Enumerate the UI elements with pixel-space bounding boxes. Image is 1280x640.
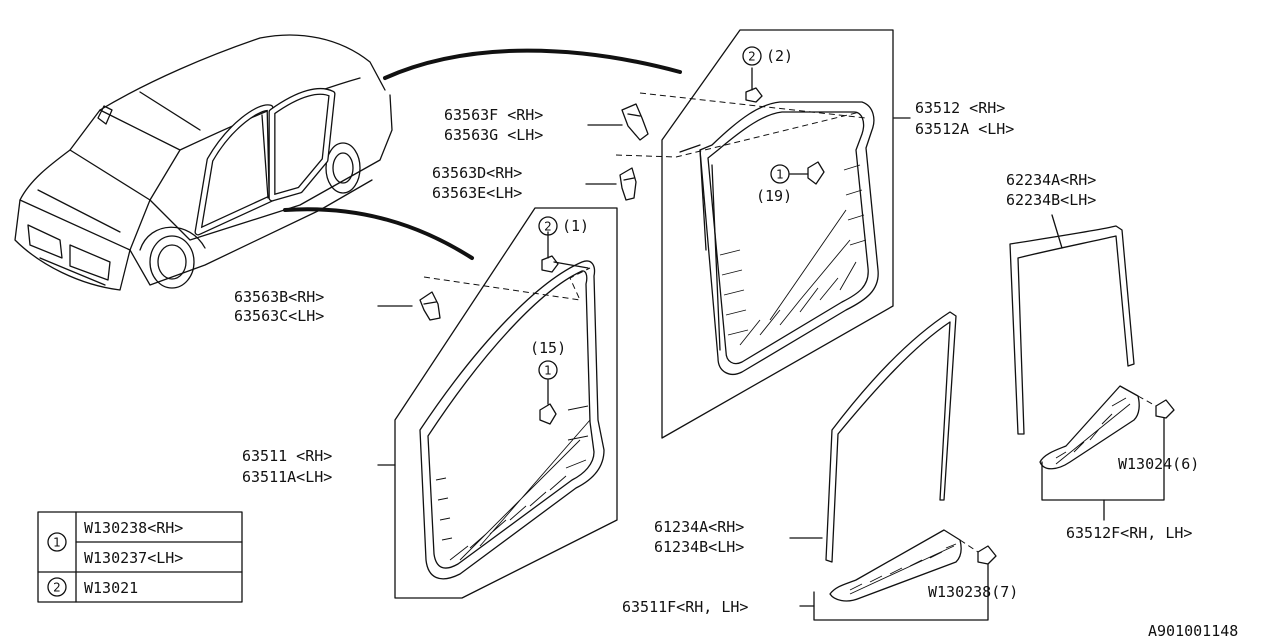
label-63563b-rh: 63563B<RH> — [234, 288, 324, 306]
callout-1-rear: 1 — [770, 164, 790, 184]
label-62234a-rh: 62234A<RH> — [1006, 171, 1096, 189]
svg-text:2: 2 — [53, 581, 61, 595]
clip-1-front — [539, 403, 557, 425]
svg-text:2: 2 — [748, 50, 756, 64]
label-63512a-lh: 63512A <LH> — [915, 120, 1014, 138]
label-63511a-lh: 63511A<LH> — [242, 468, 332, 486]
svg-text:1: 1 — [53, 536, 61, 550]
label-63563d-rh: 63563D<RH> — [432, 164, 522, 182]
label-63512-rh: 63512 <RH> — [915, 99, 1005, 117]
label-61234b-lh: 61234B<LH> — [654, 538, 744, 556]
rear-door-panel-frame — [661, 29, 894, 439]
label-63511f: 63511F<RH, LH> — [622, 598, 748, 616]
legend-part-w130237: W130237<LH> — [84, 549, 183, 567]
rear-dash-guide-top — [639, 92, 867, 119]
label-w13024: W13024(6) — [1118, 455, 1199, 473]
label-w130238-7: W130238(7) — [928, 583, 1018, 601]
legend-callout-2 — [47, 577, 67, 597]
clip-2-rear — [745, 87, 763, 103]
clip-63563f — [621, 103, 649, 141]
svg-text:1: 1 — [544, 364, 552, 378]
glass-run-62234 — [1009, 225, 1135, 435]
label-63563g-lh: 63563G <LH> — [444, 126, 543, 144]
legend-table: 1 W130238<RH> W130237<LH> 2 W13021 — [37, 511, 243, 603]
clip-63563b — [419, 291, 441, 321]
part-63511f — [829, 529, 997, 602]
callout-1-front: 1 — [538, 360, 558, 380]
part-63512f — [1039, 385, 1175, 470]
clip-63563d — [619, 167, 637, 201]
legend-row-2: 2 W13021 — [47, 577, 138, 597]
car-illustration — [14, 34, 393, 291]
qty-19: (19) — [756, 187, 792, 205]
label-63563f-rh: 63563F <RH> — [444, 106, 543, 124]
leader-lines — [377, 67, 1165, 621]
front-door-panel-frame — [394, 207, 618, 599]
legend-row-1: 1 W130238<RH> W130237<LH> — [47, 519, 183, 567]
leader-curve-front — [283, 207, 474, 260]
rear-guide-stub — [679, 144, 701, 153]
qty-2-rear: (2) — [766, 47, 793, 65]
legend-part-w130238: W130238<RH> — [84, 519, 183, 537]
callout-2-front: 2 — [538, 216, 558, 236]
front-guide-stub — [553, 261, 589, 269]
svg-text:1: 1 — [776, 168, 784, 182]
qty-15: (15) — [530, 339, 566, 357]
svg-text:2: 2 — [544, 220, 552, 234]
label-63512f: 63512F<RH, LH> — [1066, 524, 1192, 542]
callout-2-rear: 2 — [742, 46, 762, 66]
label-62234b-lh: 62234B<LH> — [1006, 191, 1096, 209]
front-weatherstrip-63511 — [419, 260, 605, 580]
label-63511-rh: 63511 <RH> — [242, 447, 332, 465]
legend-callout-1 — [47, 532, 67, 552]
legend-part-w13021: W13021 — [84, 579, 138, 597]
glass-run-61234 — [825, 311, 957, 563]
diagram-reference-code: A901001148 — [1148, 622, 1238, 640]
rear-dash-guide-mid — [615, 111, 861, 158]
label-63563e-lh: 63563E<LH> — [432, 184, 522, 202]
label-63563c-lh: 63563C<LH> — [234, 307, 324, 325]
leader-curve-rear — [383, 48, 682, 80]
rear-weatherstrip-63512 — [699, 101, 879, 375]
label-61234a-rh: 61234A<RH> — [654, 518, 744, 536]
clip-1-rear — [807, 161, 825, 185]
front-dash-guide — [423, 267, 591, 301]
clip-2-front — [541, 255, 559, 273]
qty-2-front: (1) — [562, 217, 589, 235]
